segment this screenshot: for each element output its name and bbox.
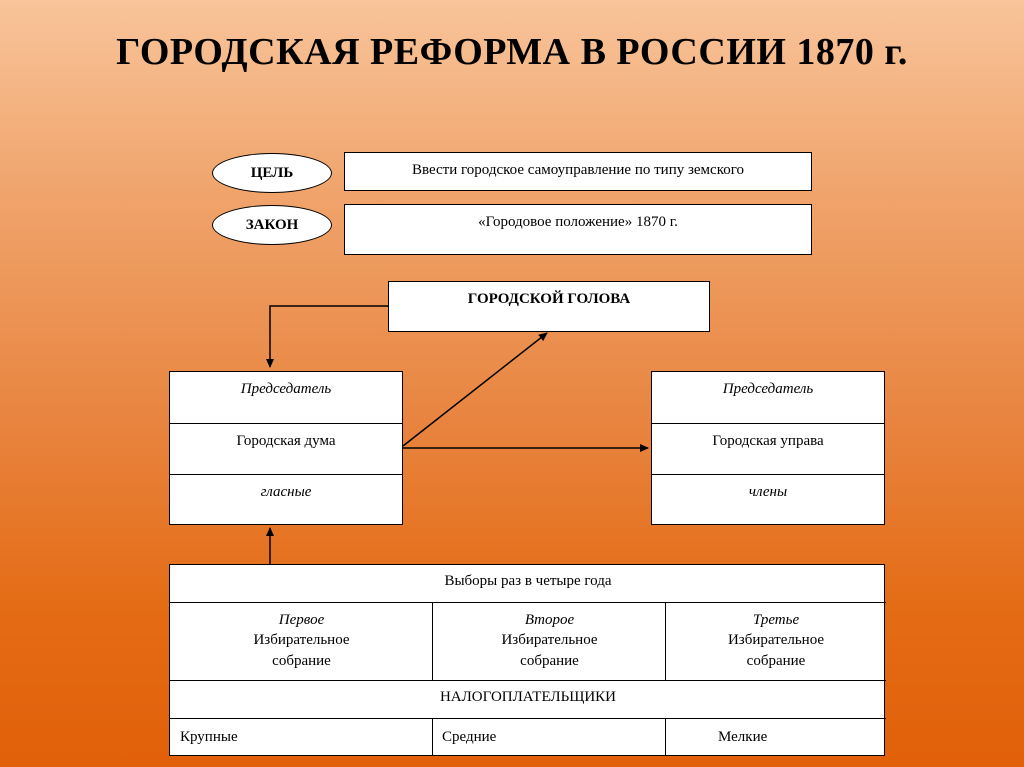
city-head-box: ГОРОДСКОЙ ГОЛОВА xyxy=(388,281,710,332)
law-text: «Городовое положение» 1870 г. xyxy=(478,214,678,230)
assembly-third-order: Третье xyxy=(752,612,800,628)
assembly-third-line1: Избирательное xyxy=(727,632,825,649)
law-label: ЗАКОН xyxy=(245,216,299,233)
assembly-first-line2: собрание xyxy=(272,652,331,669)
taxpayer-group-medium: Средние xyxy=(442,729,497,745)
duma-members: гласные xyxy=(170,474,402,525)
divider xyxy=(665,602,666,680)
taxpayer-group-large: Крупные xyxy=(180,729,238,745)
uprava-name: Городская управа xyxy=(652,423,884,474)
duma-block: Председатель Городская дума гласные xyxy=(169,371,403,525)
city-head-text: ГОРОДСКОЙ ГОЛОВА xyxy=(467,291,631,307)
divider xyxy=(665,718,666,756)
arrow-duma-to-head xyxy=(402,332,548,447)
duma-chair: Председатель xyxy=(240,381,332,397)
divider xyxy=(432,718,433,756)
law-box: «Городовое положение» 1870 г. xyxy=(344,204,812,255)
taxpayers-label: НАЛОГОПЛАТЕЛЬЩИКИ xyxy=(439,689,617,705)
assembly-second-line2: собрание xyxy=(520,652,579,669)
elections-header: Выборы раз в четыре года xyxy=(444,573,612,589)
goal-text: Ввести городское самоуправление по типу … xyxy=(411,162,745,178)
divider xyxy=(432,602,433,680)
uprava-chair: Председатель xyxy=(722,381,814,397)
assembly-second-order: Второе xyxy=(524,612,575,628)
assembly-first: Первое Избирательное собрание xyxy=(170,610,433,671)
uprava-block: Председатель Городская управа члены xyxy=(651,371,885,525)
uprava-members: члены xyxy=(652,474,884,525)
assembly-second-line1: Избирательное xyxy=(501,632,598,649)
goal-box: Ввести городское самоуправление по типу … xyxy=(344,152,812,191)
arrow-head-to-duma xyxy=(266,305,388,368)
divider xyxy=(170,602,886,603)
assembly-first-line1: Избирательное xyxy=(253,632,350,649)
duma-name: Городская дума xyxy=(170,423,402,474)
divider xyxy=(170,680,886,681)
assembly-third: Третье Избирательное собрание xyxy=(666,610,886,671)
divider xyxy=(170,718,886,719)
taxpayer-group-small: Мелкие xyxy=(718,729,768,745)
assembly-first-order: Первое xyxy=(278,612,325,628)
law-label-oval: ЗАКОН xyxy=(212,205,332,245)
page-title: ГОРОДСКАЯ РЕФОРМА В РОССИИ 1870 г. xyxy=(116,31,908,73)
elections-table: Выборы раз в четыре года Первое Избирате… xyxy=(169,564,886,756)
assembly-second: Второе Избирательное собрание xyxy=(433,610,666,671)
goal-label-oval: ЦЕЛЬ xyxy=(212,153,332,193)
assembly-third-line2: собрание xyxy=(746,652,806,669)
goal-label: ЦЕЛЬ xyxy=(250,164,294,181)
